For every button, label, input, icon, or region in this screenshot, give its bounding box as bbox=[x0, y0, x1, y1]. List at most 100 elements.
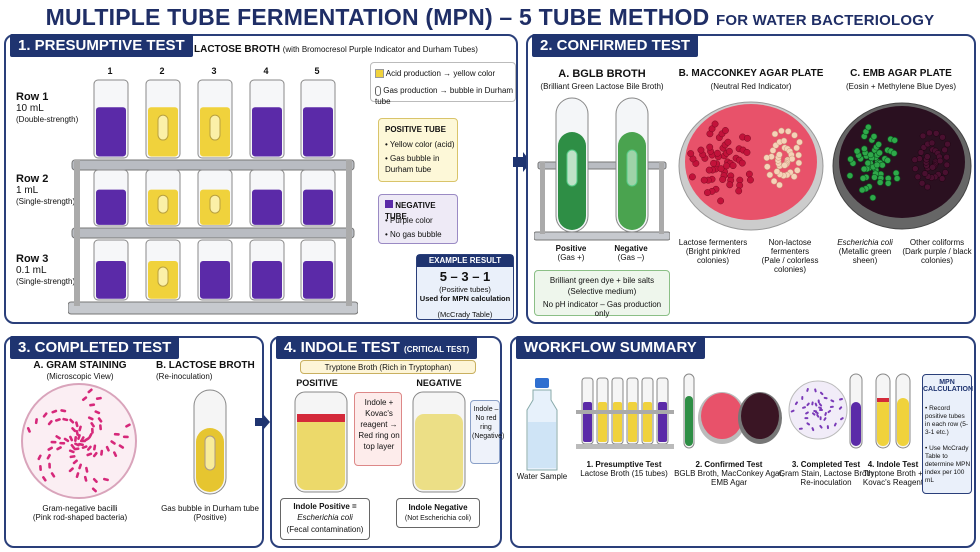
indole-negative-box: Indole – No red ring (Negative) bbox=[470, 400, 504, 464]
dark-colony bbox=[919, 132, 927, 140]
dark-colony bbox=[921, 170, 929, 177]
pink-colony bbox=[738, 159, 746, 167]
rod-bacterium bbox=[125, 423, 131, 428]
green-sheen-colony bbox=[853, 147, 861, 155]
rod-bacterium bbox=[814, 402, 818, 407]
workflow-header: WORKFLOW SUMMARY bbox=[516, 336, 705, 359]
rod-bacterium bbox=[91, 487, 97, 493]
rod-bacterium bbox=[118, 444, 125, 449]
pink-colony bbox=[724, 138, 732, 146]
pink-colony bbox=[719, 176, 727, 183]
rod-bacterium bbox=[39, 464, 42, 471]
green-sheen-colony bbox=[876, 179, 884, 186]
rod-bacterium bbox=[819, 424, 823, 429]
rod-bacterium bbox=[47, 420, 53, 426]
bglb-negative-label: Negative(Gas –) bbox=[614, 244, 648, 262]
pink-colony bbox=[713, 149, 721, 157]
pale-colony bbox=[780, 137, 788, 145]
rod-bacterium bbox=[59, 441, 66, 445]
col-1-label: 1 bbox=[107, 66, 113, 76]
confirmed-header: 2. CONFIRMED TEST bbox=[532, 34, 699, 57]
indole-positive-result: Indole Positive = Escherichia coli (Feca… bbox=[280, 498, 370, 540]
rod-bacterium bbox=[48, 462, 51, 469]
green-sheen-colony bbox=[873, 161, 881, 169]
pale-colony bbox=[770, 177, 778, 185]
rod-bacterium bbox=[829, 405, 834, 409]
non-lactose-fermenters-label: Non-lactose fermenters(Pale / colorless … bbox=[761, 238, 819, 274]
workflow-confirmed-icon bbox=[683, 373, 782, 449]
workflow-panel: WORKFLOW SUMMARY Water Sample 1. Presump… bbox=[510, 336, 976, 548]
rod-bacterium bbox=[90, 422, 95, 428]
pink-colony bbox=[687, 150, 695, 158]
dark-colony bbox=[943, 153, 950, 161]
rod-bacterium bbox=[63, 437, 70, 443]
pale-colony bbox=[769, 147, 777, 154]
rod-bacterium bbox=[50, 440, 57, 444]
dark-colony bbox=[926, 129, 933, 137]
rod-bacterium bbox=[826, 425, 830, 430]
rod-bacterium bbox=[819, 391, 824, 396]
indole-header: 4. INDOLE TEST (CRITICAL TEST) bbox=[276, 336, 478, 359]
rod-bacterium bbox=[81, 396, 88, 402]
broth bbox=[613, 402, 622, 442]
completed-tube-note: Gas bubble in Durham tube(Positive) bbox=[161, 504, 259, 522]
green-sheen-colony bbox=[860, 165, 868, 173]
dark-colony bbox=[941, 146, 948, 154]
durham-tube bbox=[157, 266, 169, 287]
rod-bacterium bbox=[805, 411, 809, 415]
workflow-indole-icon bbox=[875, 373, 911, 449]
indole-negative-label: NEGATIVE bbox=[416, 378, 462, 388]
rod-bacterium bbox=[68, 467, 74, 473]
bglb-subtitle: (Brilliant Green Lactose Bile Broth) bbox=[540, 82, 664, 91]
arrow-right-icon bbox=[255, 414, 270, 430]
broth bbox=[303, 189, 333, 225]
dark-colony bbox=[928, 139, 936, 147]
dark-colony bbox=[942, 169, 949, 176]
pale-colony bbox=[781, 162, 788, 169]
lactose-broth-subtitle: (Re-inoculation) bbox=[156, 372, 213, 381]
lactose-fermenters-label: Lactose fermenters(Bright pink/red colon… bbox=[678, 238, 748, 265]
pale-colony bbox=[763, 154, 771, 161]
positive-tube-box: POSITIVE TUBE • Yellow color (acid) • Ga… bbox=[378, 118, 458, 182]
rod-bacterium bbox=[62, 417, 69, 422]
rod-bacterium bbox=[70, 443, 76, 450]
rod-bacterium bbox=[92, 477, 98, 483]
green-sheen-colony bbox=[884, 157, 891, 164]
rod-bacterium bbox=[47, 446, 53, 451]
broth bbox=[96, 261, 126, 299]
ecoli-label: Escherichia coli(Metallic green sheen) bbox=[837, 238, 893, 265]
indole-negative-tube-illustration bbox=[412, 391, 466, 493]
pale-colony bbox=[771, 130, 779, 138]
rod-bacterium bbox=[87, 416, 94, 421]
rod-bacterium bbox=[69, 435, 74, 442]
workflow-completed-icon bbox=[788, 373, 863, 449]
green-sheen-colony bbox=[859, 174, 867, 182]
presumptive-header: 1. PRESUMPTIVE TEST bbox=[10, 34, 193, 57]
dark-colony bbox=[938, 175, 946, 182]
rod-bacterium bbox=[56, 446, 62, 451]
microscope-view-illustration bbox=[21, 383, 137, 499]
rod-bacterium bbox=[110, 440, 116, 445]
emb-plate-illustration bbox=[832, 102, 972, 230]
pink-colony bbox=[721, 127, 729, 134]
bglb-tubes-illustration bbox=[534, 97, 670, 241]
other-coliforms-label: Other coliforms(Dark purple / black colo… bbox=[902, 238, 972, 265]
broth bbox=[96, 107, 126, 157]
rod-bacterium bbox=[80, 436, 85, 442]
rod-bacterium bbox=[113, 451, 118, 457]
indole-panel: 4. INDOLE TEST (CRITICAL TEST) Tryptone … bbox=[270, 336, 504, 548]
durham-tube bbox=[157, 194, 169, 214]
rack-bar bbox=[576, 410, 674, 414]
rod-bacterium bbox=[42, 412, 48, 418]
broth bbox=[252, 189, 282, 225]
dark-colony bbox=[932, 130, 940, 137]
rod-bacterium bbox=[817, 399, 820, 404]
indole-positive-box: Indole + Kovac's reagent → Red ring on t… bbox=[354, 392, 402, 466]
rod-bacterium bbox=[75, 421, 79, 428]
rod-bacterium bbox=[93, 444, 97, 451]
rod-bacterium bbox=[833, 422, 837, 427]
